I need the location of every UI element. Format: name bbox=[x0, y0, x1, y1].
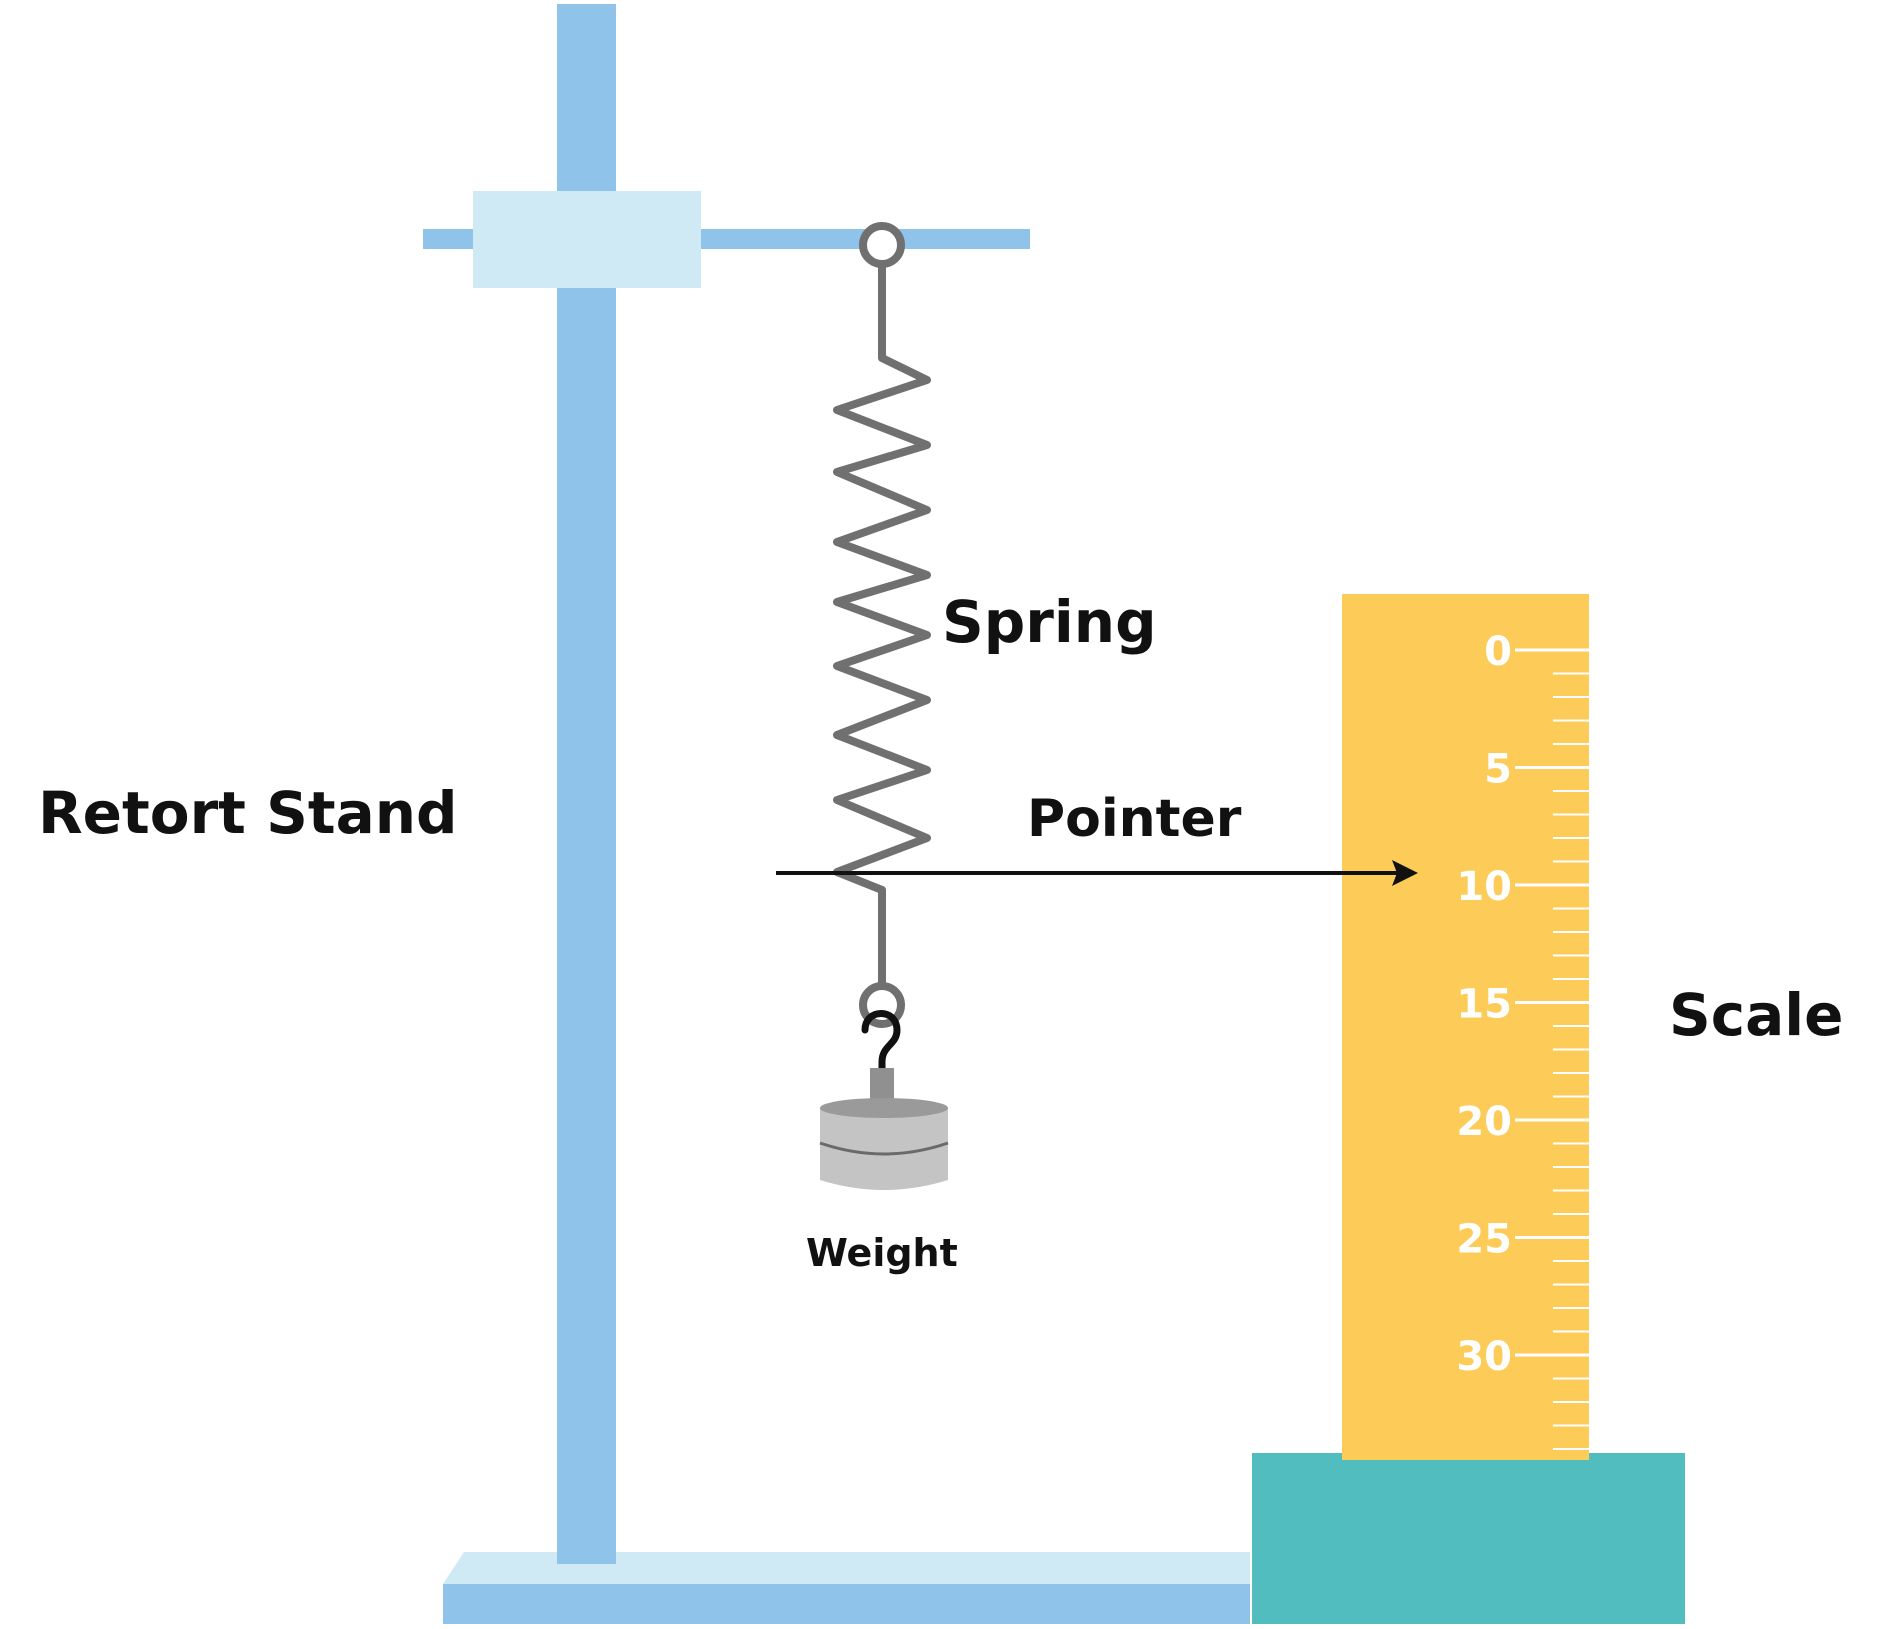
scale-tick-label: 10 bbox=[1456, 864, 1512, 910]
label-weight: Weight bbox=[806, 1231, 958, 1275]
scale-tick-labels: 0 5 10 15 20 25 30 bbox=[1456, 629, 1512, 1380]
weight-stem bbox=[870, 1068, 894, 1104]
scale-tick-label: 30 bbox=[1456, 1334, 1512, 1380]
scale-ticks bbox=[1515, 648, 1589, 1450]
spring bbox=[833, 222, 931, 1028]
spring-coil bbox=[833, 260, 931, 989]
pointer-arrow bbox=[776, 860, 1418, 886]
pointer-arrowhead bbox=[1392, 860, 1418, 886]
label-pointer: Pointer bbox=[1027, 789, 1242, 849]
clamp bbox=[473, 191, 701, 288]
spring-top-ring bbox=[859, 222, 905, 268]
weight-top bbox=[820, 1098, 948, 1118]
scale-tick-label: 0 bbox=[1484, 629, 1512, 675]
label-retort-stand: Retort Stand bbox=[38, 779, 458, 847]
stand-base bbox=[443, 1552, 1250, 1624]
scale-tick-label: 20 bbox=[1456, 1099, 1512, 1145]
stand-base-top bbox=[443, 1552, 1250, 1584]
label-scale: Scale bbox=[1669, 981, 1844, 1049]
hook-icon bbox=[861, 1010, 901, 1072]
scale-base bbox=[1252, 1453, 1685, 1624]
scale-ruler bbox=[1342, 594, 1589, 1460]
weight-band bbox=[819, 1141, 949, 1156]
stand-base-front bbox=[443, 1584, 1250, 1624]
scale-tick-label: 5 bbox=[1484, 747, 1512, 793]
scale-tick-label: 15 bbox=[1456, 982, 1512, 1028]
label-spring: Spring bbox=[942, 588, 1157, 656]
scale-tick-label: 25 bbox=[1456, 1217, 1512, 1263]
weight bbox=[819, 1068, 949, 1190]
weight-body bbox=[820, 1108, 948, 1190]
